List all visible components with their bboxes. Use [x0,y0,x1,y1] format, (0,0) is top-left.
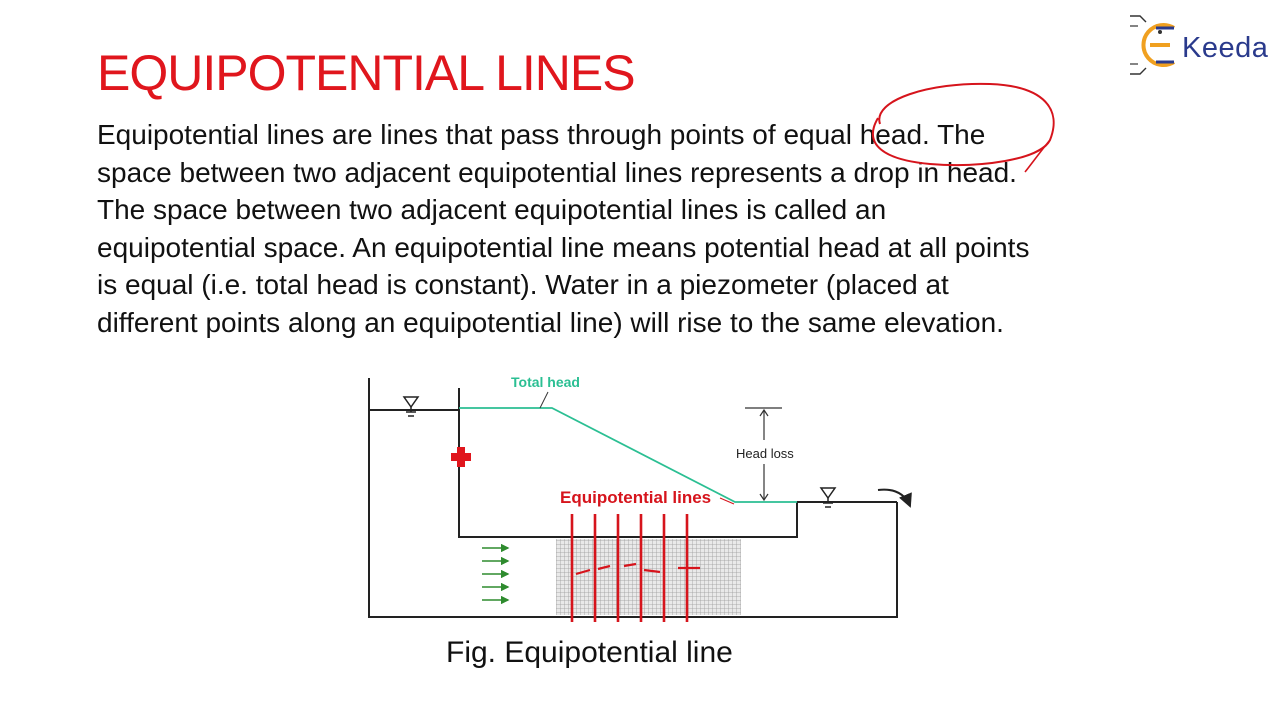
head-loss-dimension [745,407,782,502]
ekeeda-logo: Keeda [1126,12,1276,82]
body-line: The space between two adjacent equipoten… [97,194,887,226]
red-cross-marker [451,447,471,467]
hand-drawn-dashes [575,562,700,576]
body-line: different points along an equipotential … [97,306,1004,338]
equipotential-lines [570,514,689,622]
head-loss-label: Head loss [736,446,794,461]
total-head-line [459,407,797,503]
flow-arrows [482,543,510,605]
body-line: space between two adjacent equipotential… [97,156,1017,188]
body-line: is equal (i.e. total head is constant). … [97,269,949,301]
body-paragraph: Equipotential lines are lines that pass … [97,116,1197,342]
equipotential-lines-label: Equipotential lines [560,488,712,507]
logo-wordmark: Keeda [1182,32,1269,64]
equipotential-pointer [719,497,735,505]
slide-title: EQUIPOTENTIAL LINES [97,45,636,101]
body-line: equipotential space. An equipotential li… [97,231,1030,263]
total-head-label: Total head [511,374,580,390]
total-head-pointer [539,391,549,409]
water-level-symbol-left [402,396,420,417]
water-level-symbol-right [819,487,837,508]
logo-mark [1130,15,1176,75]
body-line: Equipotential lines are lines that pass … [97,119,986,150]
soil-sample [556,539,741,615]
figure-caption: Fig. Equipotential line [446,636,733,669]
outflow-arrow [877,488,912,508]
